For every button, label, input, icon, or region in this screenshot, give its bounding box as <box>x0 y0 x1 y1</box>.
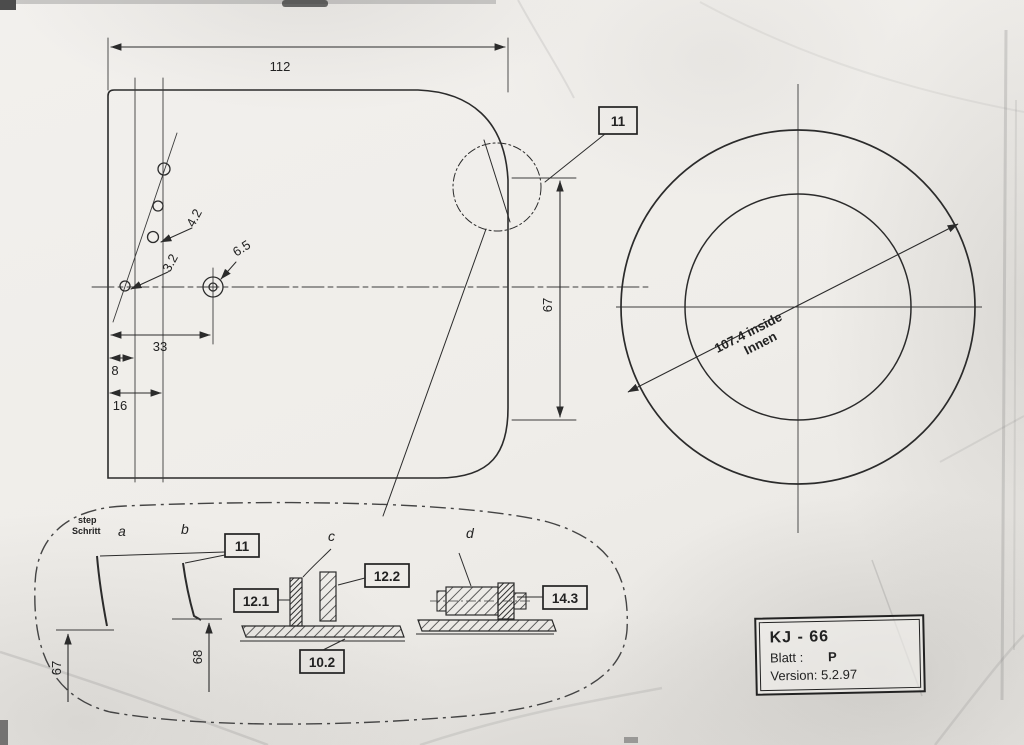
dim-33: 33 <box>110 331 211 354</box>
dim-hole-leaders <box>130 227 237 290</box>
detail-bubble-outline <box>34 501 628 725</box>
detail-leader-line <box>382 228 487 517</box>
ref-12-1: 12.1 <box>233 588 290 613</box>
ring-diameter-line <box>627 223 959 393</box>
ref-12-2-label: 12.2 <box>374 569 400 584</box>
step-label-de: Schritt <box>72 526 101 536</box>
dim-8: 8 <box>109 354 134 378</box>
ref-12-1-label: 12.1 <box>243 594 270 609</box>
dim-67-plate: 67 <box>511 177 577 421</box>
item-b: 68 <box>172 562 222 692</box>
ref-11-bubble: 11 <box>99 533 260 564</box>
item-b-label: b <box>181 521 189 537</box>
dim-16-label: 16 <box>113 398 127 413</box>
title-model: KJ - 66 <box>769 628 829 646</box>
detail-ref-11-top-label: 11 <box>611 114 626 129</box>
ref-14-3-label: 14.3 <box>552 591 579 606</box>
ref-10-2: 10.2 <box>299 638 346 674</box>
ring-outer-circle <box>620 129 976 485</box>
hole-1 <box>157 162 171 176</box>
item-a: 67 <box>49 555 114 702</box>
step-label-en: step <box>78 515 97 525</box>
dim-68-b-label: 68 <box>190 650 205 664</box>
plate-step-edge <box>483 139 511 223</box>
hole-4 <box>119 280 131 292</box>
hole-main-inner <box>208 282 218 292</box>
item-a-label: a <box>118 523 126 539</box>
ref-12-2: 12.2 <box>337 563 410 588</box>
dim-33-label: 33 <box>153 339 167 354</box>
plate-view: 112 4.2 3.2 6.5 33 8 16 67 <box>91 37 649 517</box>
plate-holes <box>119 162 224 298</box>
ref-14-3: 14.3 <box>517 585 588 610</box>
ref-11-bubble-label: 11 <box>235 539 250 554</box>
ref-10-2-label: 10.2 <box>309 655 335 670</box>
title-block: KJ - 66 Blatt : P Version: 5.2.97 <box>754 614 926 696</box>
detail-ref-11-top: 11 <box>544 106 638 183</box>
item-c: 12.1 12.2 10.2 <box>233 548 410 674</box>
hole-main-outer <box>202 276 224 298</box>
ring-view: 107.4 inside Innen <box>616 84 982 533</box>
dim-8-label: 8 <box>111 363 118 378</box>
ring-diameter-label: 107.4 inside Innen <box>712 309 784 358</box>
title-block-outer-border <box>754 614 926 696</box>
dim-67-a-label: 67 <box>49 661 64 675</box>
title-sheet-label: Blatt : <box>770 650 804 666</box>
dim-3-2-label: 3.2 <box>159 251 181 274</box>
title-block-inner-border <box>758 618 922 692</box>
item-d: 14.3 <box>416 552 588 635</box>
dim-4-2-label: 4.2 <box>183 206 205 229</box>
dim-112: 112 <box>110 43 506 74</box>
title-sheet-value: P <box>828 649 837 664</box>
dim-67-plate-label: 67 <box>540 298 555 312</box>
dim-6-5-label: 6.5 <box>230 237 253 259</box>
item-c-label: c <box>328 528 335 544</box>
hole-2 <box>152 200 164 212</box>
detail-circle <box>452 142 542 232</box>
title-version: Version: 5.2.97 <box>770 667 857 684</box>
detail-bubble: step Schritt a b c d 11 67 68 <box>34 501 628 725</box>
dim-16: 16 <box>109 389 162 413</box>
item-d-label: d <box>466 525 475 541</box>
dim-112-label: 112 <box>270 59 291 74</box>
plate-outline <box>107 89 509 479</box>
hole-3 <box>146 230 160 244</box>
